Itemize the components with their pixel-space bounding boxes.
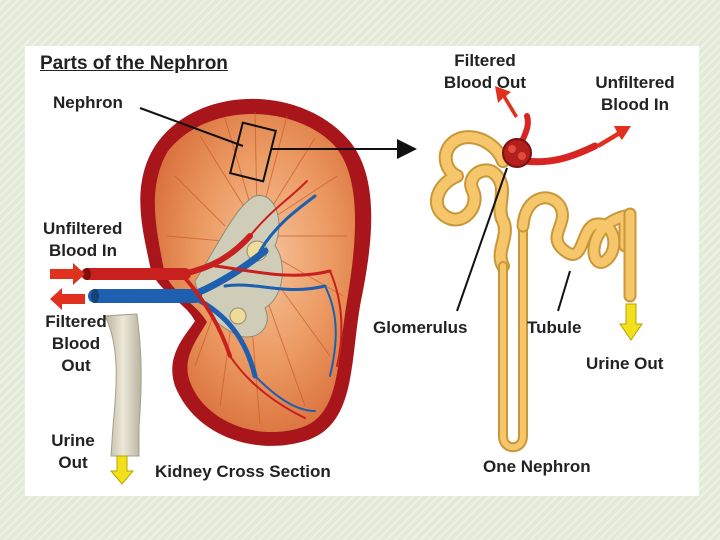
label-line: Filtered <box>33 311 119 333</box>
label-line: Filtered <box>430 50 540 72</box>
label-line: Out <box>45 452 101 474</box>
urine-out-arrow-right <box>620 304 642 340</box>
label-line: Unfiltered <box>580 72 690 94</box>
label-line: Blood In <box>43 240 122 262</box>
label-urine-out-left: Urine Out <box>45 430 101 474</box>
unfiltered-in-arrow-right <box>597 126 631 148</box>
glomerulus-shape <box>503 139 531 167</box>
slide: Parts of the Nephron Nephron Unfiltered … <box>25 46 699 496</box>
label-filtered-blood-out-top: Filtered Blood Out <box>430 50 540 94</box>
label-unfiltered-blood-in-left: Unfiltered Blood In <box>43 218 122 262</box>
label-line: Blood In <box>580 94 690 116</box>
label-filtered-blood-out-left: Filtered Blood Out <box>33 311 119 377</box>
label-line: Blood Out <box>430 72 540 94</box>
label-unfiltered-blood-in-right: Unfiltered Blood In <box>580 72 690 116</box>
single-nephron <box>437 116 630 447</box>
urine-out-arrow-left <box>111 456 133 484</box>
label-line: Urine <box>45 430 101 452</box>
label-tubule: Tubule <box>527 317 581 339</box>
unfiltered-in-arrow-left <box>50 263 85 285</box>
tubule-leader <box>558 271 570 311</box>
label-kidney-cross-section: Kidney Cross Section <box>155 461 331 483</box>
label-line: Blood <box>33 333 119 355</box>
label-one-nephron: One Nephron <box>483 456 591 478</box>
label-nephron: Nephron <box>53 92 123 114</box>
label-line: Out <box>33 355 119 377</box>
label-line: Unfiltered <box>43 218 122 240</box>
diagram-title: Parts of the Nephron <box>40 53 228 75</box>
label-glomerulus: Glomerulus <box>373 317 467 339</box>
filtered-out-arrow-left <box>50 288 85 310</box>
label-urine-out-right: Urine Out <box>586 353 663 375</box>
